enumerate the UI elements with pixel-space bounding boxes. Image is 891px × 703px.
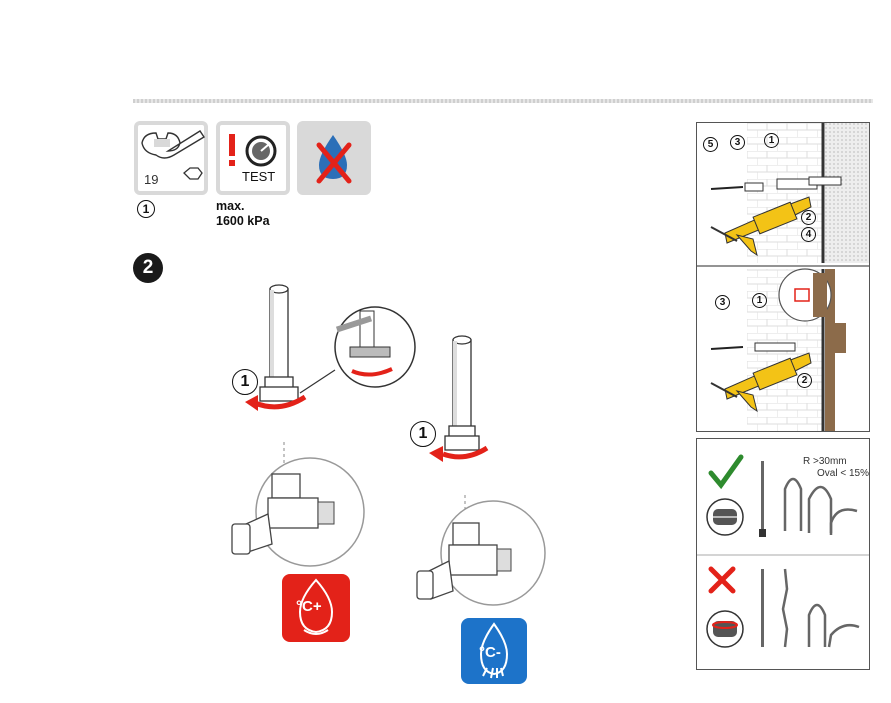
wall-callout-2-bottom: 2: [797, 373, 812, 388]
hot-label: °C+: [296, 598, 322, 615]
hose-bending-illustration: [697, 454, 869, 648]
wall-callout-1-bottom: 1: [752, 293, 767, 308]
wall-callout-3: 3: [730, 135, 745, 150]
pressure-test-tile: TEST: [216, 121, 290, 195]
wrench-tile: 19: [134, 121, 208, 195]
wall-callout-5: 5: [703, 137, 718, 152]
hot-water-badge: °C+: [282, 574, 350, 642]
pressure-label-line1: max.: [216, 199, 245, 213]
callout-1-left: 1: [232, 369, 258, 395]
header-rule: [133, 99, 873, 103]
wrench-icon: [141, 130, 205, 180]
pressure-label-line2: 1600 kPa: [216, 214, 270, 228]
wall-callout-3-bottom: 3: [715, 295, 730, 310]
hot-water-drop-icon: [298, 578, 334, 635]
right-pipe-assembly: [429, 335, 489, 462]
wall-mounting-panel: 5 3 1 2 4 3 1 2: [696, 122, 870, 432]
pressure-gauge-icon: [229, 134, 277, 167]
callout-1-right: 1: [410, 421, 436, 447]
left-pipe-assembly: [245, 284, 416, 411]
cold-water-badge: °C-: [461, 618, 527, 684]
wrench-size-label: 19: [144, 172, 159, 187]
callout-1-wrench: 1: [137, 200, 155, 218]
wall-mounting-illustration: [697, 123, 869, 431]
no-water-tile: [297, 121, 371, 195]
test-label: TEST: [242, 169, 276, 184]
cold-water-drop-icon: [479, 622, 509, 679]
hose-bending-panel: R >30mm Oval < 15%: [696, 438, 870, 670]
left-angle-valve: [231, 442, 365, 567]
right-angle-valve: [416, 495, 546, 606]
wall-callout-2: 2: [801, 210, 816, 225]
cold-label: °C-: [479, 644, 501, 661]
radius-label: R >30mm: [803, 456, 847, 467]
oval-label: Oval < 15%: [817, 468, 869, 479]
water-drop-crossed-icon: [316, 135, 352, 184]
wall-callout-1: 1: [764, 133, 779, 148]
step-number-badge: 2: [133, 253, 163, 283]
wall-callout-4: 4: [801, 227, 816, 242]
